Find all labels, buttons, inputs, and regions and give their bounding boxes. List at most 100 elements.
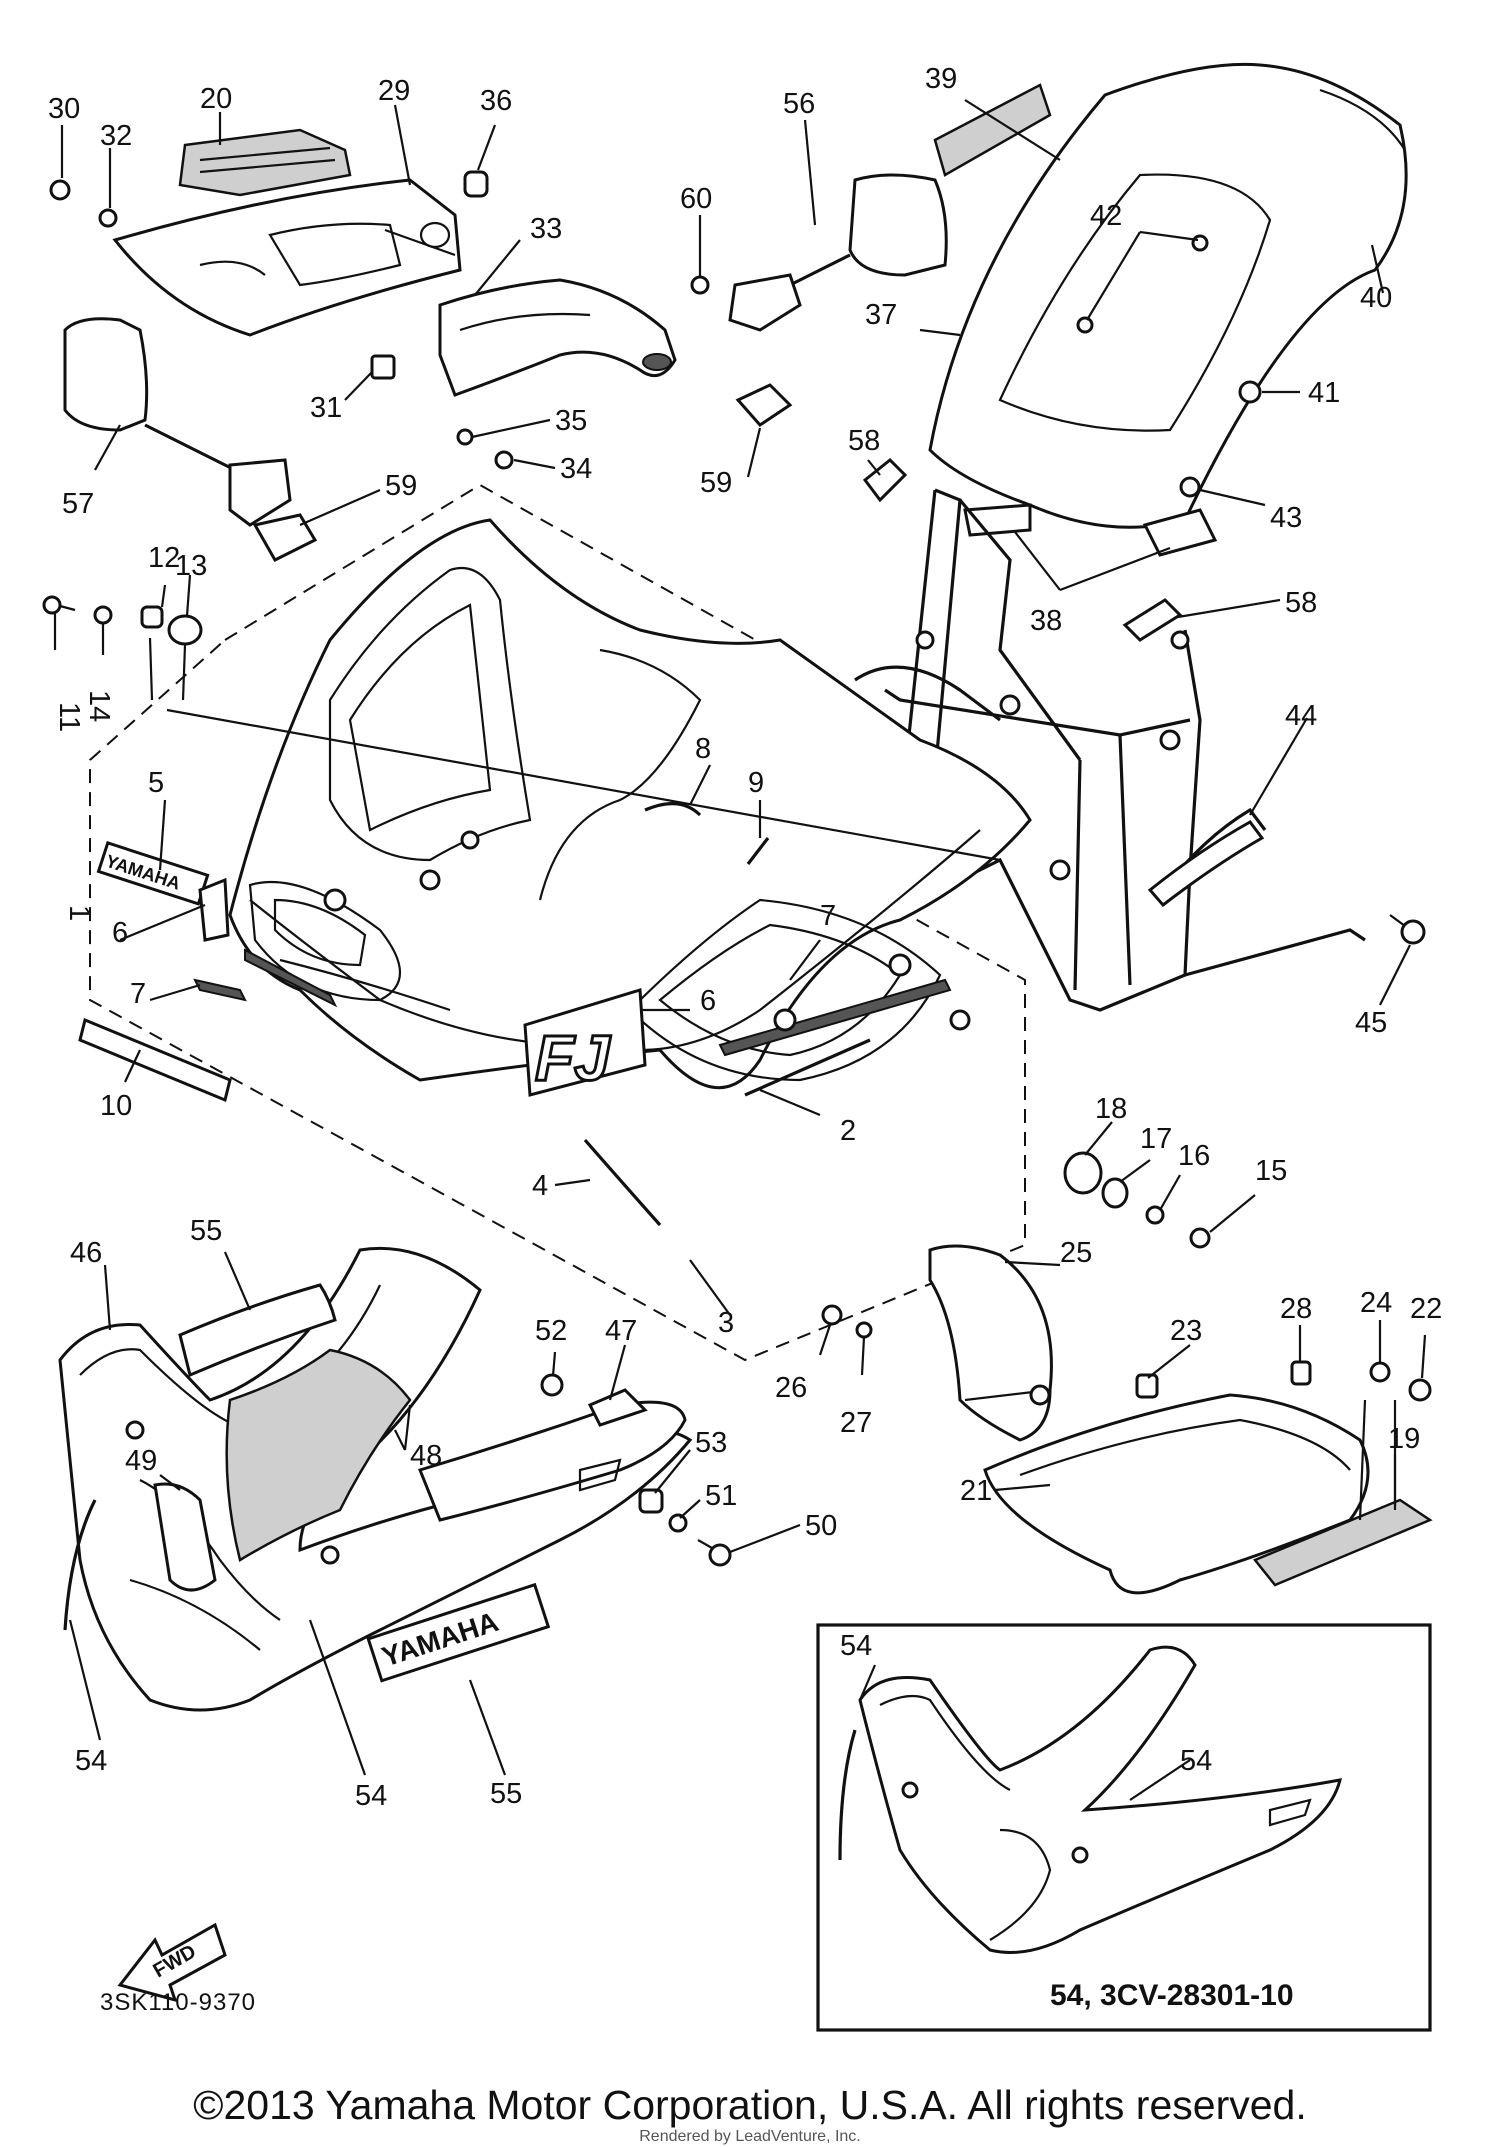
- callout-26: 26: [775, 1372, 807, 1404]
- callout-34: 34: [560, 453, 592, 485]
- callout-28: 28: [1280, 1293, 1312, 1325]
- windshield-37: [928, 62, 1408, 529]
- callout-21: 21: [960, 1475, 992, 1507]
- callout-11: 11: [53, 702, 85, 732]
- copyright-notice: ©2013 Yamaha Motor Corporation, U.S.A. A…: [193, 2082, 1307, 2128]
- callout-55b: 55: [490, 1778, 522, 1810]
- trim-strip-10: [78, 1017, 232, 1103]
- washer-51: [668, 1513, 688, 1533]
- callout-49: 49: [125, 1445, 157, 1477]
- mesh-48: [225, 1348, 412, 1562]
- screw-42a: [1076, 316, 1094, 334]
- callout-54-inset-left: 54: [840, 1630, 872, 1662]
- callout-41: 41: [1308, 377, 1340, 409]
- callout-16: 16: [1178, 1140, 1210, 1172]
- seal-8: [644, 802, 702, 817]
- callout-38: 38: [1030, 605, 1062, 637]
- inset-part-label: 54, 3CV-28301-10: [1050, 1979, 1294, 2012]
- callout-44: 44: [1285, 700, 1317, 732]
- collar-36: [463, 170, 489, 198]
- screw-60: [690, 275, 710, 295]
- callout-33: 33: [530, 213, 562, 245]
- callout-24: 24: [1360, 1287, 1392, 1319]
- washer-14: [93, 605, 113, 625]
- inset-variant-54: [816, 1623, 1432, 2032]
- callout-54-inset-right: 54: [1180, 1745, 1212, 1777]
- upper-cowling-1: [228, 518, 1032, 1089]
- callout-12: 12: [148, 542, 180, 574]
- callout-17: 17: [1140, 1123, 1172, 1155]
- callout-50: 50: [805, 1510, 837, 1542]
- callout-2: 2: [840, 1115, 856, 1147]
- callout-7a: 7: [130, 978, 146, 1010]
- callout-59a: 59: [385, 470, 417, 502]
- callout-35: 35: [555, 405, 587, 437]
- fj-emblem-6: FJ: [523, 988, 647, 1097]
- callout-14: 14: [83, 690, 115, 722]
- trim-55a: [178, 1283, 337, 1378]
- callout-53: 53: [695, 1427, 727, 1459]
- callout-47: 47: [605, 1315, 637, 1347]
- bracket-47: [587, 1388, 648, 1427]
- bolt-45: [1389, 914, 1426, 945]
- washer-43: [1179, 476, 1201, 498]
- damper-58a: [862, 457, 908, 503]
- callout-51: 51: [705, 1480, 737, 1512]
- caution-label-39: [933, 83, 1052, 177]
- washer-16: [1145, 1205, 1165, 1225]
- callout-36: 36: [480, 85, 512, 117]
- bolt-30: [49, 179, 71, 201]
- callout-56: 56: [783, 88, 815, 120]
- callout-29: 29: [378, 75, 410, 107]
- grommet-52: [540, 1373, 564, 1397]
- callout-labels: 30 32 20 29 36 33 31 35 34 57 59 59 60 5…: [48, 63, 1442, 1812]
- washer-24: [1369, 1361, 1391, 1383]
- trim-7a: [193, 978, 247, 1002]
- callout-40: 40: [1360, 282, 1392, 314]
- seal-54a: [63, 1499, 97, 1631]
- rendered-by-credit: Rendered by LeadVenture, Inc.: [639, 2128, 861, 2145]
- callout-9: 9: [748, 767, 764, 799]
- rivet-9: [746, 837, 770, 865]
- callout-55a: 55: [190, 1215, 222, 1247]
- yamaha-decal-5: YAMAHA: [96, 841, 210, 906]
- duct-25: [928, 1244, 1053, 1442]
- callout-3: 3: [718, 1307, 734, 1339]
- collar-17: [1101, 1177, 1129, 1209]
- screw-22: [1408, 1378, 1432, 1402]
- grommet-13: [167, 614, 203, 646]
- callout-46: 46: [70, 1237, 102, 1269]
- callout-1: 1: [63, 905, 95, 921]
- callout-4: 4: [532, 1170, 548, 1202]
- diagram-code: 3SK110-9370: [100, 1989, 256, 2016]
- screw-15: [1189, 1227, 1211, 1249]
- washer-32: [98, 208, 118, 228]
- callout-31: 31: [310, 392, 342, 424]
- leader-lines: [53, 99, 1427, 1801]
- duct-33: [438, 278, 677, 397]
- damper-38b: [1142, 508, 1218, 557]
- callout-18: 18: [1095, 1093, 1127, 1125]
- callout-42: 42: [1090, 200, 1122, 232]
- damper-58b: [1122, 598, 1183, 642]
- nut-41: [1238, 380, 1262, 404]
- callout-57: 57: [62, 488, 94, 520]
- side-panel-47: [417, 1400, 687, 1522]
- washer-35: [456, 428, 474, 446]
- trim-19: [1252, 1498, 1433, 1587]
- callout-8: 8: [695, 733, 711, 765]
- seal-2: [744, 1038, 871, 1097]
- callout-20: 20: [200, 83, 232, 115]
- collar-53: [638, 1488, 664, 1514]
- callout-6a: 6: [112, 917, 128, 949]
- screw-42b: [1191, 234, 1209, 252]
- assembly-outline: [89, 483, 1026, 1362]
- callout-22: 22: [1410, 1293, 1442, 1325]
- gasket-59a: [252, 513, 318, 562]
- meter-panel-29: [112, 178, 462, 337]
- callout-54b: 54: [355, 1780, 387, 1812]
- seal-4: [583, 1138, 662, 1227]
- callout-48: 48: [410, 1440, 442, 1472]
- screw-34: [494, 450, 514, 470]
